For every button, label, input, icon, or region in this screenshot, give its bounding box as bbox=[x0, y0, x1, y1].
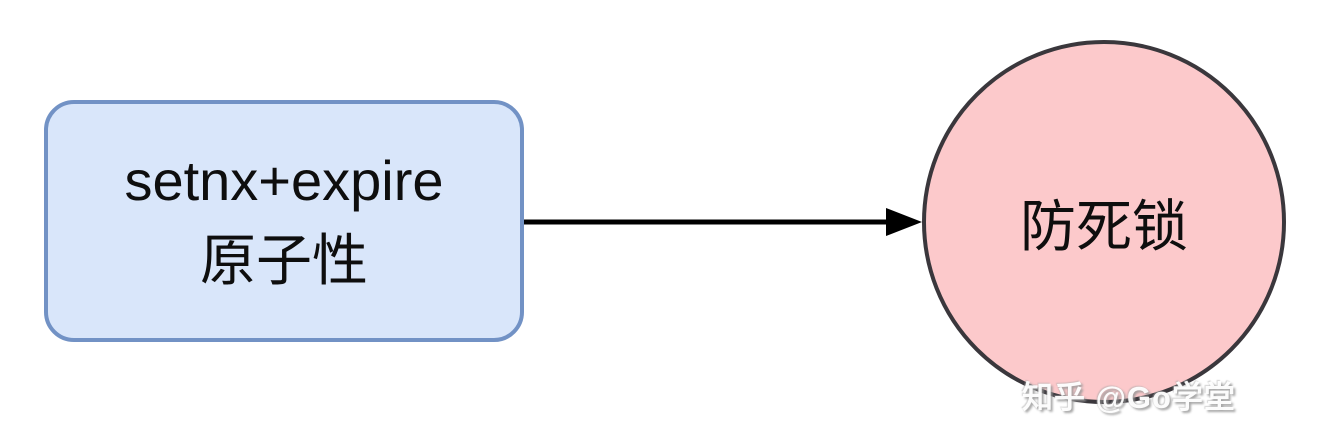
node-deadlock-prevention: 防死锁 bbox=[922, 40, 1286, 404]
watermark: 知乎 @Go学堂 bbox=[1022, 380, 1236, 415]
node-setnx-expire-label-line2: 原子性 bbox=[200, 229, 368, 292]
node-setnx-expire: setnx+expire 原子性 bbox=[44, 100, 524, 342]
arrow-connector bbox=[524, 208, 922, 236]
node-deadlock-prevention-label: 防死锁 bbox=[1020, 194, 1188, 258]
node-setnx-expire-label-line1: setnx+expire bbox=[124, 149, 444, 212]
arrow-head-icon bbox=[886, 208, 922, 236]
